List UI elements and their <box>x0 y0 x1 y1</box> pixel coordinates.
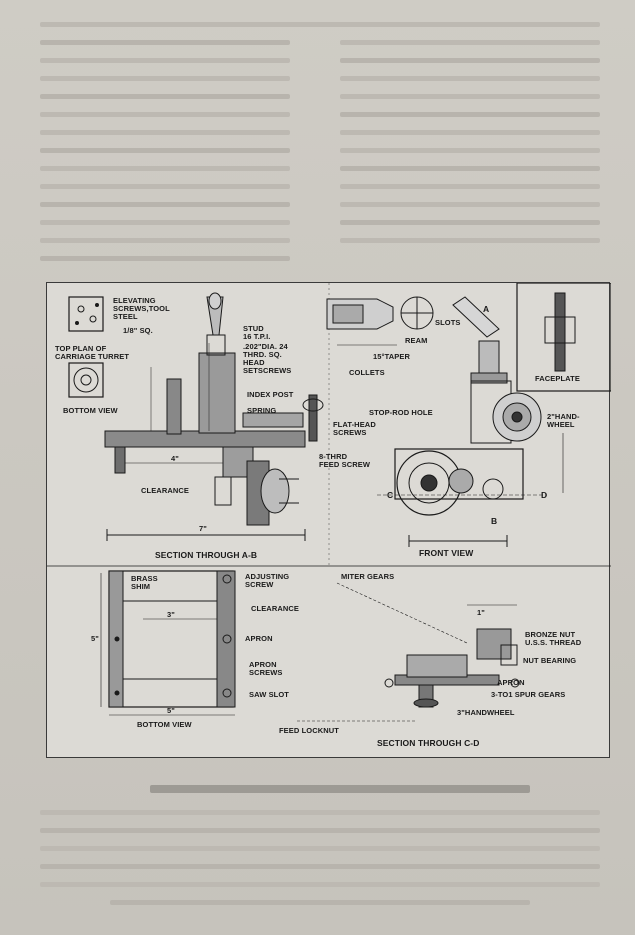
label-ream: REAM <box>405 336 428 345</box>
label-apron-2: APRON <box>497 678 525 687</box>
label-spur-gears: 3-TO1 SPUR GEARS <box>491 690 566 699</box>
drawing-linework <box>47 283 611 722</box>
label-bottom-view-small: BOTTOM VIEW <box>63 406 118 415</box>
dim-5in-horizontal: 5" <box>167 706 175 715</box>
label-feed-locknut: FEED LOCKNUT <box>279 726 339 735</box>
dim-5in-vertical: 5" <box>91 634 99 643</box>
label-bronze-nut: BRONZE NUT U.S.S. THREAD <box>525 630 582 647</box>
label-letter-d: D <box>541 490 548 500</box>
label-letter-a: A <box>483 304 490 314</box>
dim-3in: 3" <box>167 610 175 619</box>
label-bottom-view: BOTTOM VIEW <box>137 720 192 729</box>
dim-1in: 1" <box>477 608 485 617</box>
label-front-view: FRONT VIEW <box>419 548 474 558</box>
label-spring: SPRING <box>247 406 277 415</box>
label-sq: 1/8" SQ. <box>123 326 153 335</box>
label-handwheel-2: 2"HAND- WHEEL <box>547 412 580 429</box>
label-section-cd: SECTION THROUGH C-D <box>377 738 480 748</box>
figure-caption-band <box>150 785 530 793</box>
label-adjusting-screw: ADJUSTING SCREW <box>245 572 290 589</box>
label-top-plan: TOP PLAN OF CARRIAGE TURRET <box>55 344 129 361</box>
label-letter-c: C <box>387 490 394 500</box>
label-index-post: INDEX POST <box>247 390 294 399</box>
label-flat-head: FLAT-HEAD SCREWS <box>333 420 376 437</box>
label-handwheel-3: 3"HANDWHEEL <box>457 708 515 717</box>
label-taper: 15°TAPER <box>373 352 411 361</box>
label-apron-screws: APRON SCREWS <box>249 660 283 677</box>
label-apron: APRON <box>245 634 273 643</box>
label-stud: STUD 16 T.P.I. <box>243 324 271 341</box>
engineering-drawing-figure: TOP PLAN OF CARRIAGE TURRET ELEVATING SC… <box>46 282 611 758</box>
label-setscrews: .202"DIA. 24 THRD. SQ. HEAD SETSCREWS <box>243 342 292 375</box>
dim-4in: 4" <box>171 454 179 463</box>
label-letter-b: B <box>491 516 498 526</box>
label-collets: COLLETS <box>349 368 385 377</box>
label-brass-shim: BRASS SHIM <box>131 574 158 591</box>
label-stop-rod-hole: STOP-ROD HOLE <box>369 408 433 417</box>
dim-7in: 7" <box>199 524 207 533</box>
label-faceplate: FACEPLATE <box>535 374 580 383</box>
label-nut-bearing: NUT BEARING <box>523 656 577 665</box>
label-slots: SLOTS <box>435 318 461 327</box>
label-section-ab: SECTION THROUGH A-B <box>155 550 258 560</box>
label-miter-gears: MITER GEARS <box>341 572 395 581</box>
label-saw-slot: SAW SLOT <box>249 690 289 699</box>
label-clearance-mid: CLEARANCE <box>251 604 299 613</box>
label-clearance-left: CLEARANCE <box>141 486 189 495</box>
label-elevating-screws: ELEVATING SCREWS,TOOL STEEL <box>113 296 170 321</box>
label-feed-screw: 8-THRD FEED SCREW <box>319 452 371 469</box>
